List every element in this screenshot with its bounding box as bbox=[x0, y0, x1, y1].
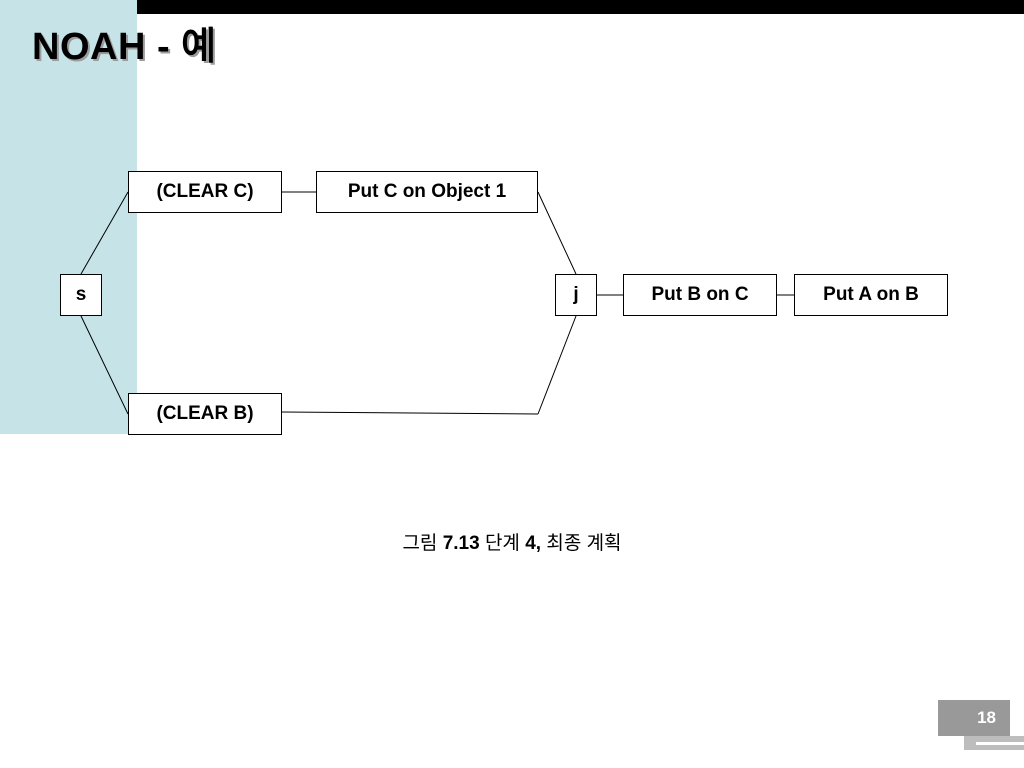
top-bar bbox=[36, 0, 1024, 14]
node-put-b-on-c: Put B on C bbox=[623, 274, 777, 316]
node-put-a-on-b-label: Put A on B bbox=[823, 284, 919, 305]
edge-clear-b-j bbox=[281, 411, 539, 415]
node-put-a-on-b: Put A on B bbox=[794, 274, 948, 316]
node-clear-b: (CLEAR B) bbox=[128, 393, 282, 435]
edge-j-lower bbox=[537, 315, 577, 415]
figure-caption: 그림 7.13 단계 4, 최종 계획 bbox=[0, 528, 1024, 555]
node-s-label: s bbox=[75, 284, 87, 305]
caption-suffix: 최종 계획 bbox=[541, 533, 622, 554]
node-put-c-on-object1: Put C on Object 1 bbox=[316, 171, 538, 213]
node-put-b-on-c-label: Put B on C bbox=[651, 284, 749, 305]
caption-figure-number: 7.13 bbox=[442, 533, 480, 554]
caption-middle: 단계 bbox=[479, 533, 526, 554]
edge-put-c-j bbox=[537, 191, 577, 275]
node-j: j bbox=[555, 274, 597, 316]
edge-s-clear-c bbox=[80, 191, 129, 275]
node-j-label: j bbox=[573, 284, 579, 305]
node-clear-c-label: (CLEAR C) bbox=[156, 181, 254, 202]
page-number-shadow-line bbox=[976, 742, 1024, 745]
page-number: 18 bbox=[977, 708, 996, 727]
page-number-badge: 18 bbox=[938, 700, 1010, 736]
caption-step-number: 4, bbox=[525, 533, 542, 554]
node-clear-c: (CLEAR C) bbox=[128, 171, 282, 213]
slide-title: NOAH - 예 bbox=[32, 26, 217, 68]
node-put-c-on-object1-label: Put C on Object 1 bbox=[347, 181, 507, 202]
caption-prefix: 그림 bbox=[402, 533, 443, 554]
edge-s-clear-b bbox=[80, 315, 129, 415]
node-clear-b-label: (CLEAR B) bbox=[156, 403, 254, 424]
node-s: s bbox=[60, 274, 102, 316]
